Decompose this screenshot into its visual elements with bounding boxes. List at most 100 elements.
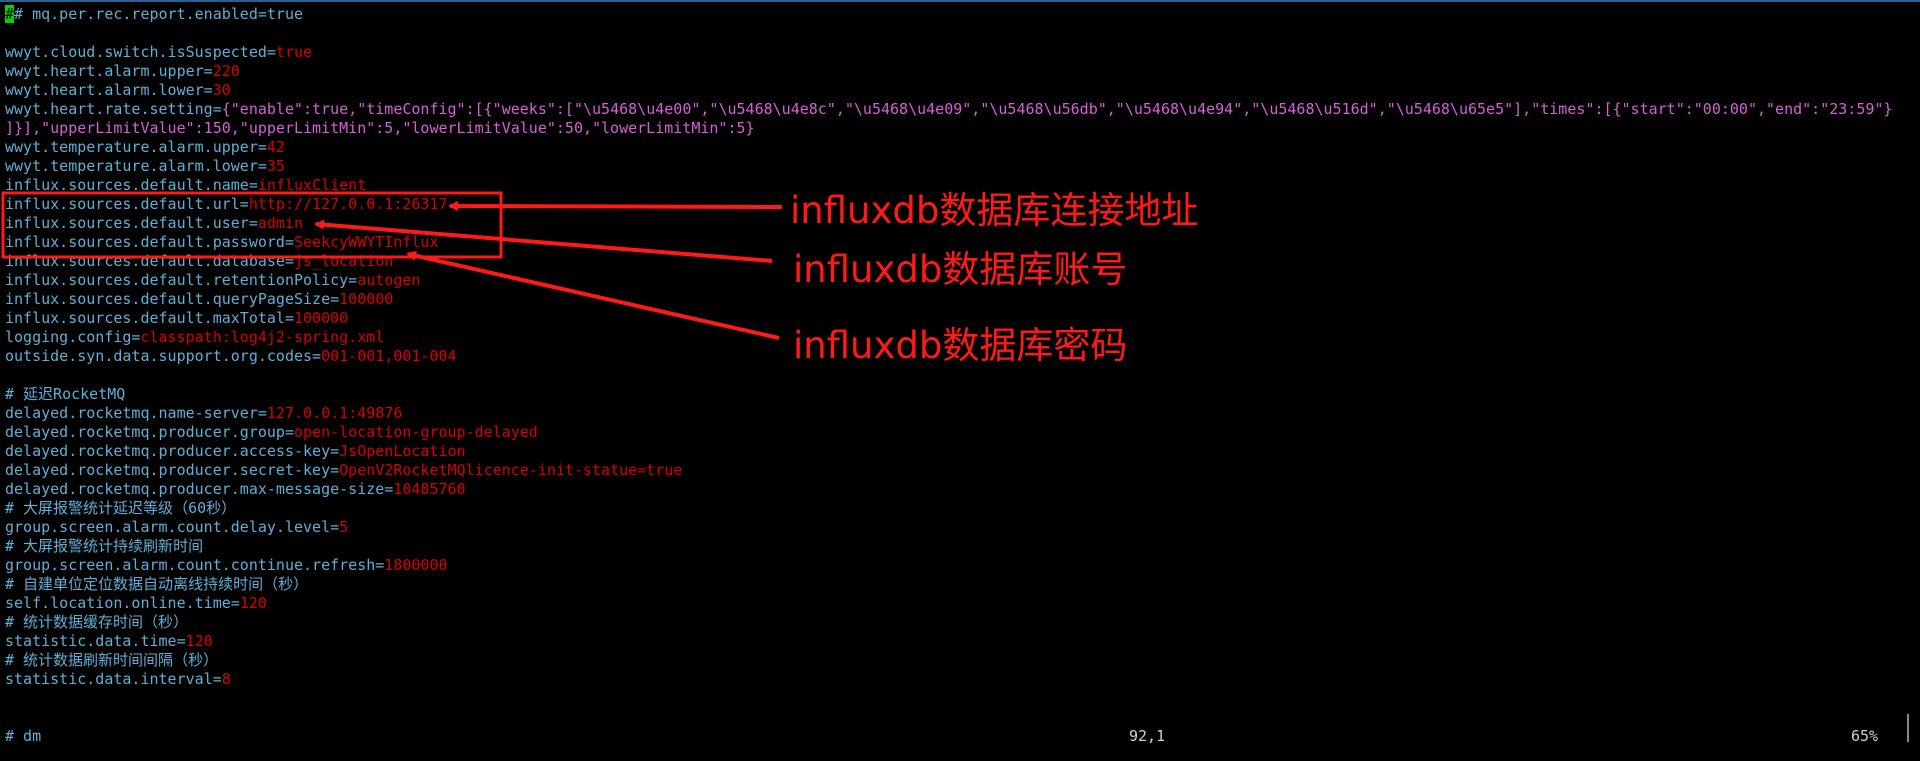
config-key: # 大屏报警统计延迟等级（60秒） (5, 499, 237, 517)
config-value: 5 (339, 518, 349, 536)
code-line: # 统计数据刷新时间间隔（秒） (5, 651, 1892, 670)
code-line: influx.sources.default.user=admin (5, 214, 1892, 233)
config-key: delayed.rocketmq.name-server= (5, 404, 267, 422)
user-annotation: influxdb数据库账号 (793, 248, 1128, 291)
config-value: SeekcyWWYTInflux (293, 233, 439, 251)
config-value: 220 (212, 62, 240, 80)
config-value: 35 (266, 157, 285, 175)
config-key: # 自建单位定位数据自动离线持续时间（秒） (5, 575, 309, 593)
config-key: wwyt.cloud.switch.isSuspected= (5, 43, 276, 61)
cursor-position: 92,1 (1129, 727, 1166, 745)
code-line: group.screen.alarm.count.delay.level=5 (5, 518, 1892, 537)
config-value: true (275, 43, 313, 61)
code-line: wwyt.cloud.switch.isSuspected=true (5, 43, 1892, 62)
status-bar: 92,1 65% (0, 727, 1900, 746)
config-value: OpenV2RocketMQlicence-init-statue=true (339, 461, 683, 479)
config-key: statistic.data.time= (5, 632, 186, 650)
config-value: 42 (266, 138, 285, 156)
code-line: influx.sources.default.password=SeekcyWW… (5, 233, 1892, 252)
password-annotation: influxdb数据库密码 (793, 324, 1128, 367)
config-key: # dm (5, 727, 42, 745)
config-key: delayed.rocketmq.producer.access-key= (5, 442, 340, 460)
window-top-border (0, 0, 1920, 2)
code-line: wwyt.temperature.alarm.upper=42 (5, 138, 1892, 157)
code-line: influx.sources.default.queryPageSize=100… (5, 290, 1892, 309)
code-line: self.location.online.time=120 (5, 594, 1892, 613)
code-line: influx.sources.default.maxTotal=100000 (5, 309, 1892, 328)
config-value: 8 (221, 670, 231, 688)
code-line: ]}],"upperLimitValue":150,"upperLimitMin… (5, 119, 1892, 138)
config-value: 100000 (339, 290, 394, 308)
config-value: 120 (239, 594, 267, 612)
config-value: autogen (357, 271, 421, 289)
code-line: # 大屏报警统计延迟等级（60秒） (5, 499, 1892, 518)
config-key: # 统计数据刷新时间间隔（秒） (5, 651, 219, 669)
code-line: influx.sources.default.url=http://127.0.… (5, 195, 1892, 214)
config-key: # 大屏报警统计持续刷新时间 (5, 537, 204, 555)
code-line: delayed.rocketmq.producer.secret-key=Ope… (5, 461, 1892, 480)
config-key: influx.sources.default.password= (5, 233, 294, 251)
config-value: classpath:log4j2-spring.xml (140, 328, 385, 346)
code-line: group.screen.alarm.count.continue.refres… (5, 556, 1892, 575)
config-value: {"enable":true,"timeConfig":[{"weeks":["… (221, 100, 1893, 118)
config-value: 001-001,001-004 (321, 347, 457, 365)
config-value: JsOpenLocation (339, 442, 466, 460)
config-key: logging.config= (5, 328, 141, 346)
config-key: wwyt.heart.rate.setting= (5, 100, 222, 118)
config-key: wwyt.heart.alarm.upper= (5, 62, 213, 80)
config-key: wwyt.heart.alarm.lower= (5, 81, 213, 99)
arrow-url (448, 201, 783, 212)
config-key: influx.sources.default.queryPageSize= (5, 290, 340, 308)
config-value: 1800000 (384, 556, 448, 574)
config-key: # mq.per.rec.report.enabled=true (14, 5, 304, 23)
code-line: wwyt.heart.rate.setting={"enable":true,"… (5, 100, 1892, 119)
config-key: delayed.rocketmq.producer.secret-key= (5, 461, 340, 479)
code-line: # 大屏报警统计持续刷新时间 (5, 537, 1892, 556)
config-key: influx.sources.default.user= (5, 214, 258, 232)
highlight-box (1, 191, 503, 259)
config-value: 120 (185, 632, 213, 650)
code-line: delayed.rocketmq.producer.group=open-loc… (5, 423, 1892, 442)
config-key: influx.sources.default.url= (5, 195, 249, 213)
code-line: influx.sources.default.retentionPolicy=a… (5, 271, 1892, 290)
config-value: admin (257, 214, 304, 232)
scroll-percent: 65% (1851, 727, 1879, 745)
config-key: delayed.rocketmq.producer.max-message-si… (5, 480, 394, 498)
code-line: statistic.data.interval=8 (5, 670, 1892, 689)
code-line: # 统计数据缓存时间（秒） (5, 613, 1892, 632)
code-line: statistic.data.time=120 (5, 632, 1892, 651)
config-key: outside.syn.data.support.org.codes= (5, 347, 322, 365)
code-line: wwyt.heart.alarm.lower=30 (5, 81, 1892, 100)
config-value: influxClient (257, 176, 367, 194)
config-value: ]}],"upperLimitValue":150,"upperLimitMin… (5, 119, 755, 137)
code-line: outside.syn.data.support.org.codes=001-0… (5, 347, 1892, 366)
config-key: group.screen.alarm.count.delay.level= (5, 518, 340, 536)
scrollbar[interactable] (1907, 714, 1909, 742)
code-line: logging.config=classpath:log4j2-spring.x… (5, 328, 1892, 347)
code-line: # 延迟RocketMQ (5, 385, 1892, 404)
url-annotation: influxdb数据库连接地址 (790, 189, 1199, 232)
config-key: group.screen.alarm.count.continue.refres… (5, 556, 385, 574)
code-line: ## mq.per.rec.report.enabled=true (5, 5, 1892, 24)
config-key: statistic.data.interval= (5, 670, 222, 688)
config-value: 10485760 (393, 480, 466, 498)
config-value: http://127.0.0.1:26317 (248, 195, 448, 213)
code-line: delayed.rocketmq.name-server=127.0.0.1:4… (5, 404, 1892, 423)
config-key: wwyt.temperature.alarm.upper= (5, 138, 267, 156)
config-value: 30 (212, 81, 231, 99)
config-key: influx.sources.default.maxTotal= (5, 309, 294, 327)
config-key: wwyt.temperature.alarm.lower= (5, 157, 267, 175)
config-key: delayed.rocketmq.producer.group= (5, 423, 294, 441)
cursor: # (5, 5, 15, 23)
config-key: influx.sources.default.retentionPolicy= (5, 271, 358, 289)
config-key: self.location.online.time= (5, 594, 240, 612)
code-line: influx.sources.default.name=influxClient (5, 176, 1892, 195)
code-line: # dm (5, 727, 1892, 746)
code-line: delayed.rocketmq.producer.max-message-si… (5, 480, 1892, 499)
code-line: # 自建单位定位数据自动离线持续时间（秒） (5, 575, 1892, 594)
code-line: wwyt.heart.alarm.upper=220 (5, 62, 1892, 81)
arrow-password (406, 250, 780, 340)
config-key: influx.sources.default.name= (5, 176, 258, 194)
config-value: open-location-group-delayed (293, 423, 538, 441)
